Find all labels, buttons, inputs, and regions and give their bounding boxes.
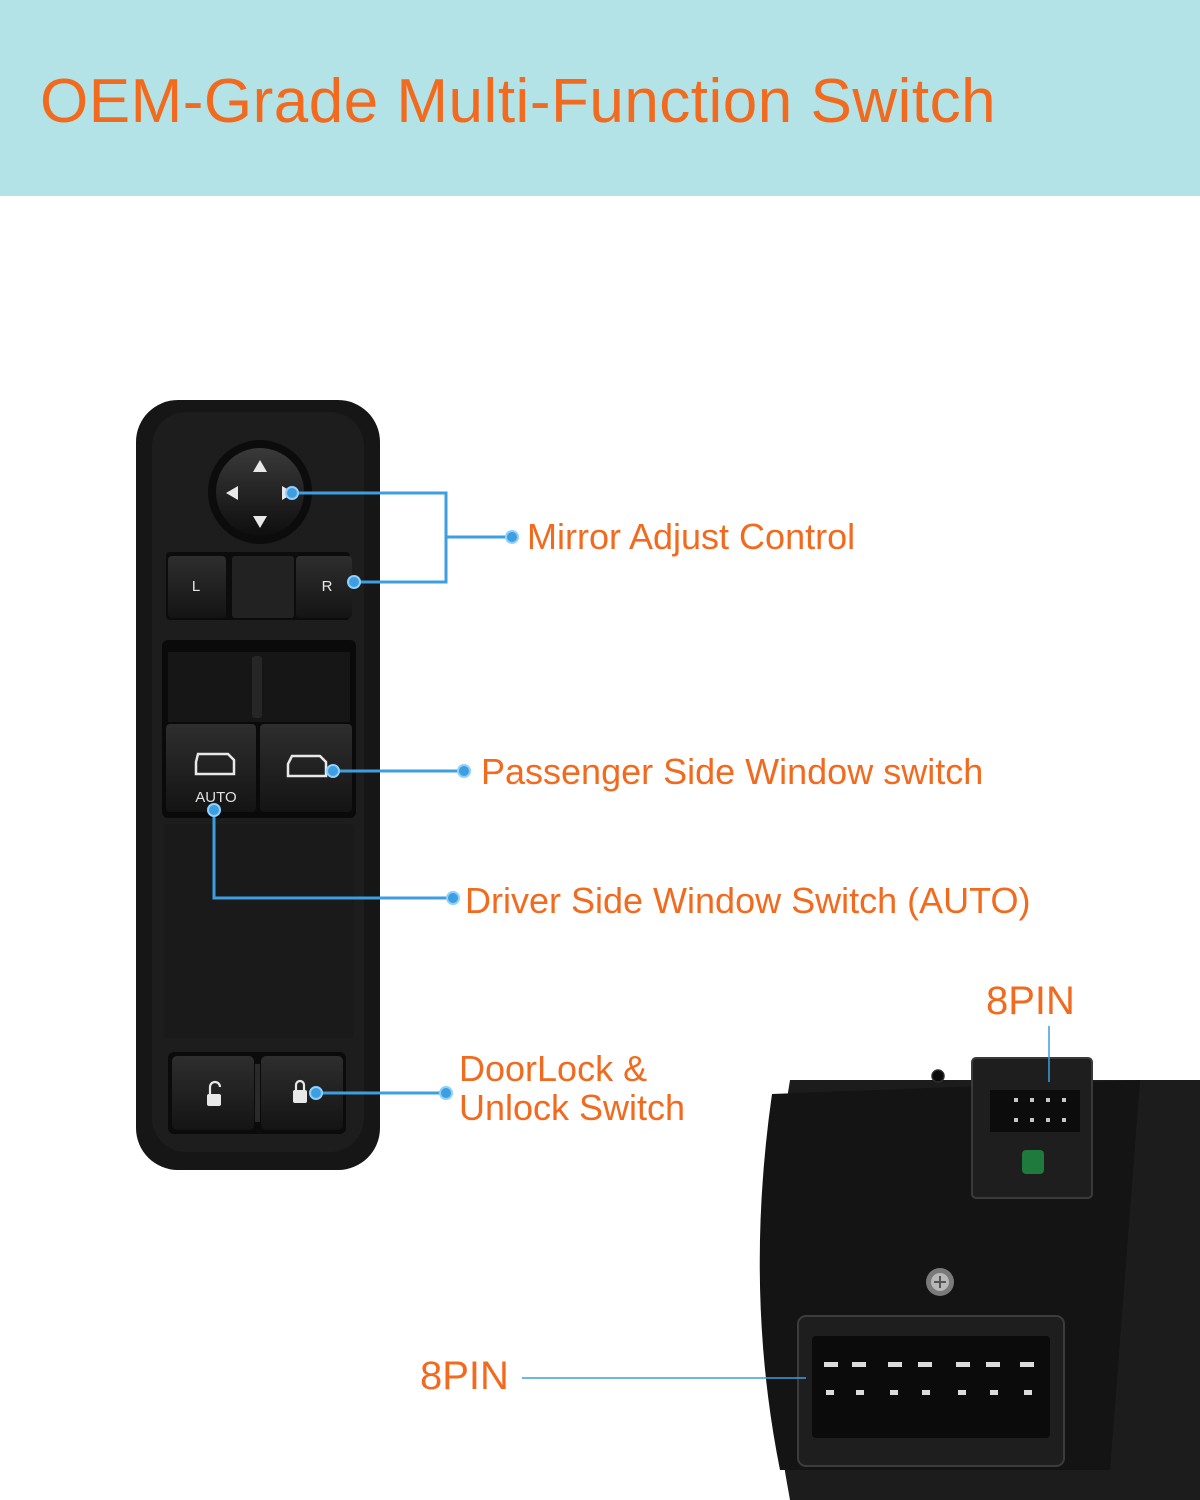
arrow-down-icon: [253, 516, 267, 528]
arrow-left-icon: [226, 486, 238, 500]
passenger-window-switch[interactable]: [260, 724, 352, 812]
bottom-pin-label: 8PIN: [420, 1354, 509, 1398]
doorlock-label: DoorLock & Unlock Switch: [459, 1049, 685, 1127]
page-title: OEM-Grade Multi-Function Switch: [40, 67, 997, 136]
bottom-8pin-connector: [797, 1315, 1065, 1467]
mirror-left-key-label: L: [192, 578, 200, 595]
mirror-right-key-label: R: [322, 578, 333, 595]
door-lock-button[interactable]: [261, 1056, 343, 1130]
mirror-right-key[interactable]: R: [296, 556, 352, 618]
mirror-adjust-knob[interactable]: [208, 440, 312, 544]
mirror-adjust-label: Mirror Adjust Control: [527, 516, 856, 557]
arrow-up-icon: [253, 460, 267, 472]
door-unlock-button[interactable]: [172, 1056, 254, 1130]
callout-doorlock: [309, 1086, 453, 1100]
callout-driver: [207, 803, 460, 905]
window-icon: [286, 754, 328, 778]
passenger-window-label: Passenger Side Window switch: [481, 751, 984, 792]
screw-icon: [926, 1268, 954, 1296]
callout-passenger: [326, 764, 471, 778]
driver-window-switch[interactable]: AUTO: [166, 724, 256, 812]
callout-dot: [285, 486, 299, 500]
callout-mirror: [292, 491, 512, 584]
doorlock-label-line1: DoorLock &: [459, 1048, 648, 1089]
window-icon: [194, 752, 236, 776]
mirror-neutral-key: [232, 556, 294, 618]
lock-icon: [293, 1079, 307, 1103]
callout-dot: [347, 575, 361, 589]
top-pin-label: 8PIN: [986, 979, 1075, 1023]
connector-closeup: [759, 1057, 1200, 1500]
window-switch-panel: L R AUTO: [136, 400, 380, 1170]
callout-dot: [505, 530, 519, 544]
doorlock-label-line2: Unlock Switch: [459, 1087, 686, 1128]
driver-window-label: Driver Side Window Switch (AUTO): [465, 880, 1031, 921]
header-banner: [0, 0, 1200, 196]
unlock-icon: [207, 1080, 222, 1106]
mirror-left-key[interactable]: L: [168, 556, 226, 618]
top-8pin-connector: [971, 1057, 1093, 1199]
auto-label: AUTO: [195, 789, 236, 806]
